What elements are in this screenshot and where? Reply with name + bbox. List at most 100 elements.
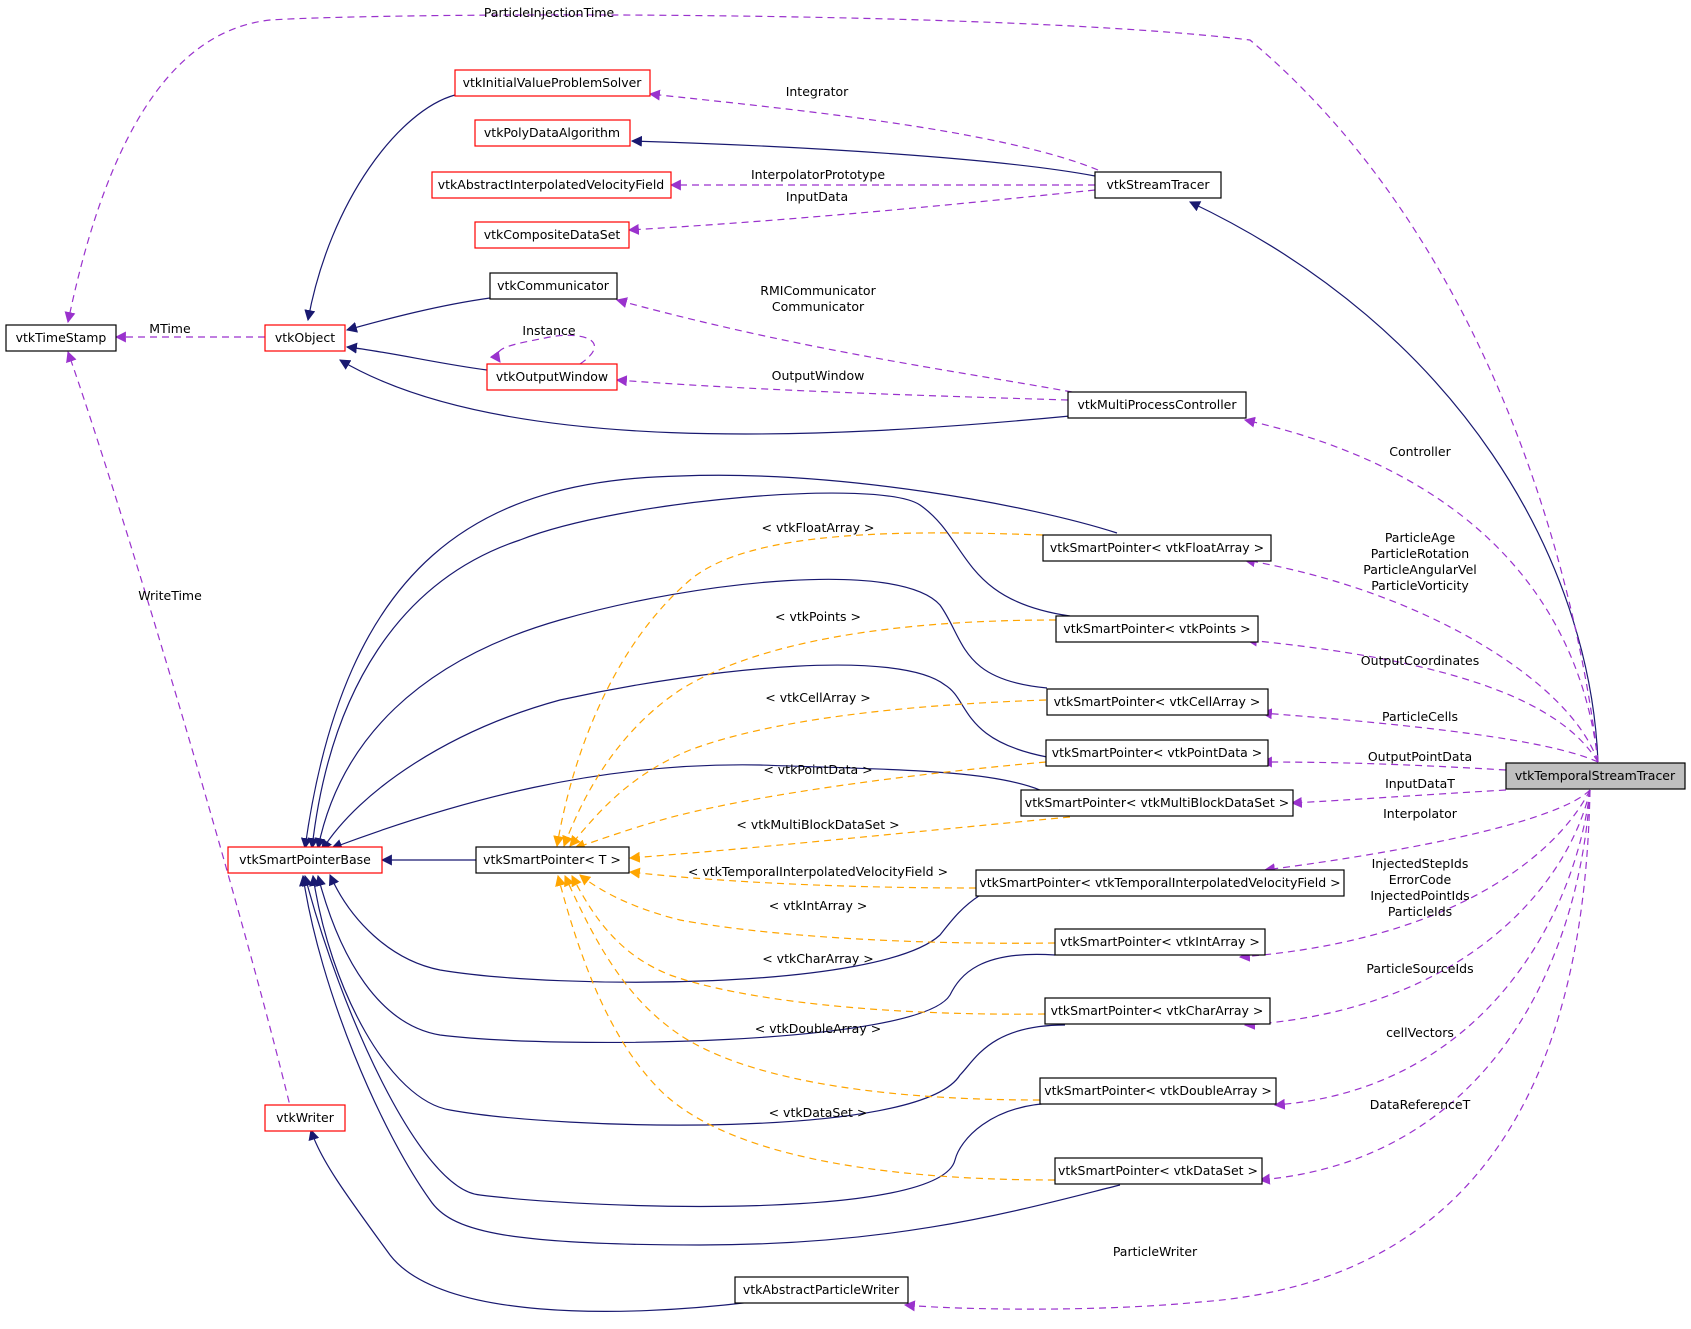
node-vtk-poly-data-algorithm[interactable]: vtkPolyDataAlgorithm xyxy=(474,119,631,147)
edge-outputwindow-self xyxy=(489,334,596,365)
node-label: vtkSmartPointer< vtkDataSet > xyxy=(1058,1163,1258,1178)
label-particle-source-ids: ParticleSourceIds xyxy=(1366,961,1473,976)
edge-tst-spDouble xyxy=(1273,789,1591,1110)
edge-communicator-object xyxy=(345,297,491,333)
label-tmpl-points: < vtkPoints > xyxy=(775,609,861,624)
label-particle-writer: ParticleWriter xyxy=(1113,1244,1198,1259)
node-vtk-composite-data-set[interactable]: vtkCompositeDataSet xyxy=(474,221,630,249)
label-tmpl-char: < vtkCharArray > xyxy=(762,951,874,966)
edge-outputwindow-object xyxy=(345,342,488,371)
node-label: vtkStreamTracer xyxy=(1106,177,1210,192)
label-particle-cells: ParticleCells xyxy=(1382,709,1458,724)
node-label: vtkCommunicator xyxy=(497,278,610,293)
edge-spInt-spbase xyxy=(315,874,1056,1044)
label-particle-ids: ParticleIds xyxy=(1388,904,1452,919)
node-vtk-stream-tracer[interactable]: vtkStreamTracer xyxy=(1094,171,1222,199)
node-label: vtkWriter xyxy=(276,1110,335,1125)
label-tmpl-float: < vtkFloatArray > xyxy=(762,520,875,535)
node-smart-pointer-int-array[interactable]: vtkSmartPointer< vtkIntArray > xyxy=(1054,928,1266,956)
node-label: vtkSmartPointer< vtkDoubleArray > xyxy=(1044,1083,1272,1098)
node-smart-pointer-cell-array[interactable]: vtkSmartPointer< vtkCellArray > xyxy=(1046,688,1269,716)
node-vtk-time-stamp[interactable]: vtkTimeStamp xyxy=(5,324,117,352)
node-vtk-multi-process-controller[interactable]: vtkMultiProcessController xyxy=(1067,391,1247,419)
edge-streamtracer-ivp xyxy=(648,89,1099,171)
label-output-window: OutputWindow xyxy=(772,368,865,383)
node-vtk-smart-pointer-base[interactable]: vtkSmartPointerBase xyxy=(227,846,383,874)
node-label: vtkMultiProcessController xyxy=(1078,397,1238,412)
label-communicator: Communicator xyxy=(772,299,865,314)
label-error-code: ErrorCode xyxy=(1389,872,1452,887)
label-controller: Controller xyxy=(1389,444,1451,459)
node-label: vtkTemporalStreamTracer xyxy=(1515,768,1676,783)
node-smart-pointer-char-array[interactable]: vtkSmartPointer< vtkCharArray > xyxy=(1044,997,1271,1025)
edge-tmpl-spDataSet xyxy=(555,874,1056,1181)
node-vtk-output-window[interactable]: vtkOutputWindow xyxy=(486,363,618,391)
node-label: vtkSmartPointerBase xyxy=(239,852,371,867)
edge-tmpl-spPointData xyxy=(573,761,1047,851)
node-vtk-temporal-stream-tracer[interactable]: vtkTemporalStreamTracer xyxy=(1505,762,1686,790)
label-tmpl-int: < vtkIntArray > xyxy=(769,898,868,913)
node-smart-pointer-point-data[interactable]: vtkSmartPointer< vtkPointData > xyxy=(1045,739,1269,767)
label-tmpl-point-data: < vtkPointData > xyxy=(763,762,872,777)
node-vtk-smart-pointer-t[interactable]: vtkSmartPointer< T > xyxy=(475,846,630,874)
edge-tst-spFloat xyxy=(1243,556,1599,763)
edge-tst-spPoints xyxy=(1245,635,1599,763)
edge-tmpl-spMB xyxy=(628,816,1071,863)
edge-spCell-spbase xyxy=(314,578,1048,850)
node-label: vtkSmartPointer< T > xyxy=(483,852,621,867)
node-vtk-abstract-interpolated-velocity-field[interactable]: vtkAbstractInterpolatedVelocityField xyxy=(431,171,672,199)
node-smart-pointer-points[interactable]: vtkSmartPointer< vtkPoints > xyxy=(1055,615,1259,643)
edge-tmpl-spFloat xyxy=(553,532,1044,848)
edge-mpc-outputwindow xyxy=(615,375,1069,401)
edge-tmpl-spChar xyxy=(571,875,1046,1015)
edge-apw-writer xyxy=(308,1128,753,1312)
node-smart-pointer-float-array[interactable]: vtkSmartPointer< vtkFloatArray > xyxy=(1042,534,1272,562)
node-smart-pointer-data-set[interactable]: vtkSmartPointer< vtkDataSet > xyxy=(1054,1157,1263,1185)
node-smart-pointer-temporal-interpolated-velocity-field[interactable]: vtkSmartPointer< vtkTemporalInterpolated… xyxy=(975,869,1345,897)
node-vtk-initial-value-problem-solver[interactable]: vtkInitialValueProblemSolver xyxy=(454,69,651,97)
node-vtk-object[interactable]: vtkObject xyxy=(264,324,346,352)
label-data-reference-t: DataReferenceT xyxy=(1370,1097,1471,1112)
node-vtk-communicator[interactable]: vtkCommunicator xyxy=(489,272,618,300)
label-interpolator: Interpolator xyxy=(1383,806,1458,821)
label-integrator: Integrator xyxy=(786,84,849,99)
label-mtime: MTime xyxy=(149,321,191,336)
node-smart-pointer-double-array[interactable]: vtkSmartPointer< vtkDoubleArray > xyxy=(1039,1077,1277,1105)
edge-tst-timestamp xyxy=(64,14,1599,763)
label-input-data-t: InputDataT xyxy=(1385,776,1455,791)
label-particle-angular-vel: ParticleAngularVel xyxy=(1363,562,1477,577)
edge-tst-apw xyxy=(903,789,1591,1312)
label-tmpl-cell: < vtkCellArray > xyxy=(765,690,870,705)
edge-tmpl-spPoints xyxy=(562,619,1057,848)
edge-streamtracer-polyalg xyxy=(630,135,1096,177)
edge-spTIVF-spbase xyxy=(328,869,1061,983)
edge-tmpl-spDouble xyxy=(564,875,1041,1101)
node-label: vtkSmartPointer< vtkIntArray > xyxy=(1060,934,1260,949)
node-label: vtkOutputWindow xyxy=(496,369,608,384)
edge-streamtracer-composite xyxy=(627,189,1096,235)
label-tmpl-double: < vtkDoubleArray > xyxy=(755,1021,881,1036)
edge-mpc-communicator xyxy=(615,297,1073,393)
node-label: vtkSmartPointer< vtkFloatArray > xyxy=(1050,540,1264,555)
label-particle-rotation: ParticleRotation xyxy=(1371,546,1469,561)
edge-spDataSet-spbase xyxy=(299,874,1121,1246)
node-label: vtkInitialValueProblemSolver xyxy=(463,75,643,90)
node-label: vtkSmartPointer< vtkMultiBlockDataSet > xyxy=(1025,795,1289,810)
edge-tmpl-spCell xyxy=(569,699,1047,847)
edge-spDouble-spbase xyxy=(302,874,1056,1208)
edge-ivp-object xyxy=(304,94,456,322)
label-injected-point-ids: InjectedPointIds xyxy=(1370,888,1469,903)
node-vtk-writer[interactable]: vtkWriter xyxy=(264,1104,346,1132)
edge-spMB-spbase xyxy=(330,764,1041,850)
edge-tst-spCell xyxy=(1260,708,1599,763)
edge-spPoints-spbase xyxy=(307,492,1071,850)
node-label: vtkSmartPointer< vtkCharArray > xyxy=(1051,1003,1264,1018)
edge-tst-spDataSet xyxy=(1258,789,1591,1185)
label-tmpl-dataset: < vtkDataSet > xyxy=(769,1105,868,1120)
node-label: vtkSmartPointer< vtkTemporalInterpolated… xyxy=(979,875,1340,890)
label-particle-injection-time: ParticleInjectionTime xyxy=(484,5,615,20)
label-interpolator-prototype: InterpolatorPrototype xyxy=(751,167,885,182)
node-vtk-abstract-particle-writer[interactable]: vtkAbstractParticleWriter xyxy=(734,1276,909,1304)
node-smart-pointer-multi-block-data-set[interactable]: vtkSmartPointer< vtkMultiBlockDataSet > xyxy=(1020,789,1294,817)
